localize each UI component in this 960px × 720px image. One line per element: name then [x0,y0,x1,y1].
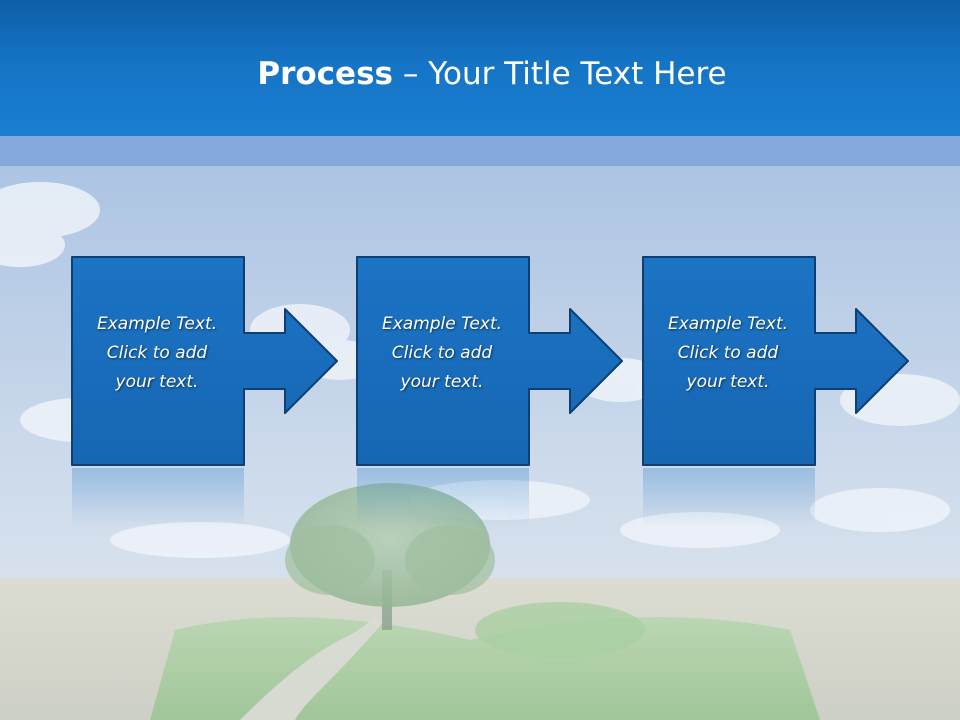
step-1-line-2: Click to add [106,343,208,363]
step-3-line-2: Click to add [677,343,779,363]
title-rest-text: – Your Title Text Here [393,56,727,92]
step-text-2[interactable]: Example Text. Click to add your text. [355,310,529,397]
step-text-1[interactable]: Example Text. Click to add your text. [70,310,244,397]
title-bar [0,0,960,136]
title-band-divider [0,136,960,166]
step-2-line-1: Example Text. [381,314,503,334]
step-arrow-2[interactable] [356,256,623,466]
step-reflections [72,468,815,528]
step-2-line-2: Click to add [391,343,493,363]
step-2-line-3: your text. [400,372,484,392]
step-arrow-3[interactable] [642,256,909,466]
step-arrow-1[interactable] [71,256,338,466]
title-bold-text: Process [257,56,393,92]
step-3-line-3: your text. [686,372,770,392]
step-1-line-1: Example Text. [96,314,218,334]
slide-title[interactable]: Process – Your Title Text Here [0,52,960,96]
step-3-line-1: Example Text. [667,314,789,334]
step-text-3[interactable]: Example Text. Click to add your text. [641,310,815,397]
step-1-line-3: your text. [115,372,199,392]
